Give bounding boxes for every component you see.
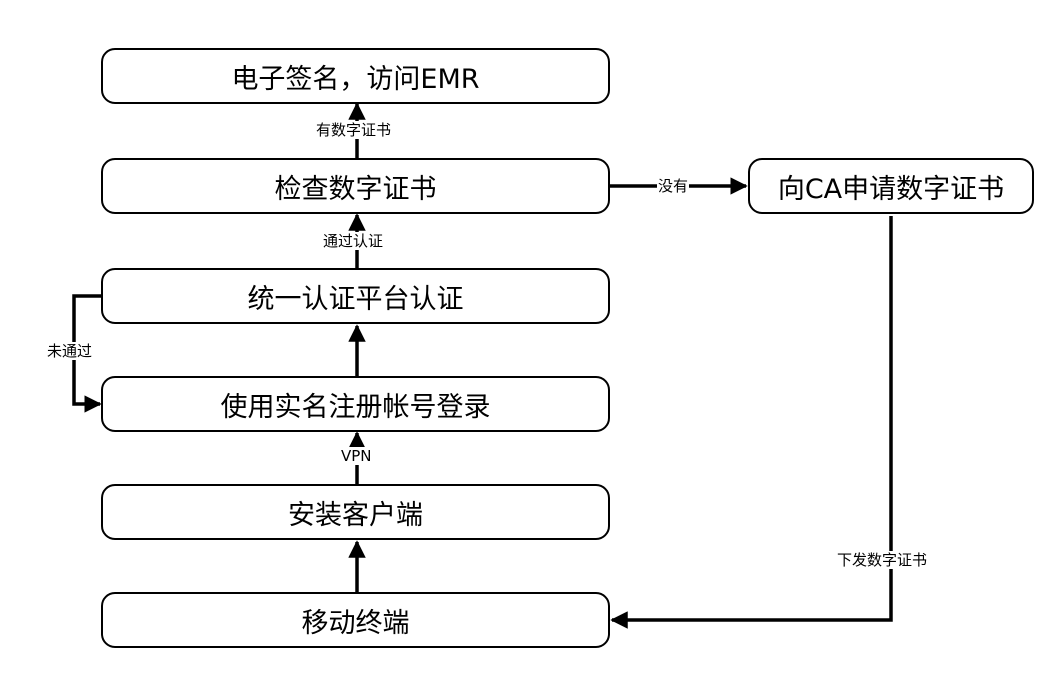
edge-label-not-passed: 未通过 xyxy=(46,342,94,360)
node-ca-apply-label: 向CA申请数字证书 xyxy=(777,173,1005,205)
node-login: 使用实名注册帐号登录 xyxy=(101,376,610,432)
node-check-cert-label: 检查数字证书 xyxy=(274,173,437,205)
node-login-label: 使用实名注册帐号登录 xyxy=(220,391,491,423)
node-mobile-terminal: 移动终端 xyxy=(101,592,610,648)
node-check-cert: 检查数字证书 xyxy=(101,158,610,214)
node-install-client-label: 安装客户端 xyxy=(288,499,423,531)
node-emr-label: 电子签名，访问EMR xyxy=(231,63,480,95)
node-ca-apply: 向CA申请数字证书 xyxy=(748,158,1034,214)
edge-label-vpn: VPN xyxy=(340,447,373,465)
node-unified-auth: 统一认证平台认证 xyxy=(101,268,610,324)
node-emr: 电子签名，访问EMR xyxy=(101,48,610,104)
arrow-ca-to-mobile xyxy=(610,216,893,629)
node-install-client: 安装客户端 xyxy=(101,484,610,540)
edge-label-passed-auth: 通过认证 xyxy=(322,232,385,250)
edge-label-no-cert: 没有 xyxy=(657,177,690,195)
edge-label-has-cert: 有数字证书 xyxy=(315,121,393,139)
node-mobile-terminal-label: 移动终端 xyxy=(301,607,410,639)
node-unified-auth-label: 统一认证平台认证 xyxy=(247,283,464,315)
edge-label-issue-cert: 下发数字证书 xyxy=(836,551,929,569)
